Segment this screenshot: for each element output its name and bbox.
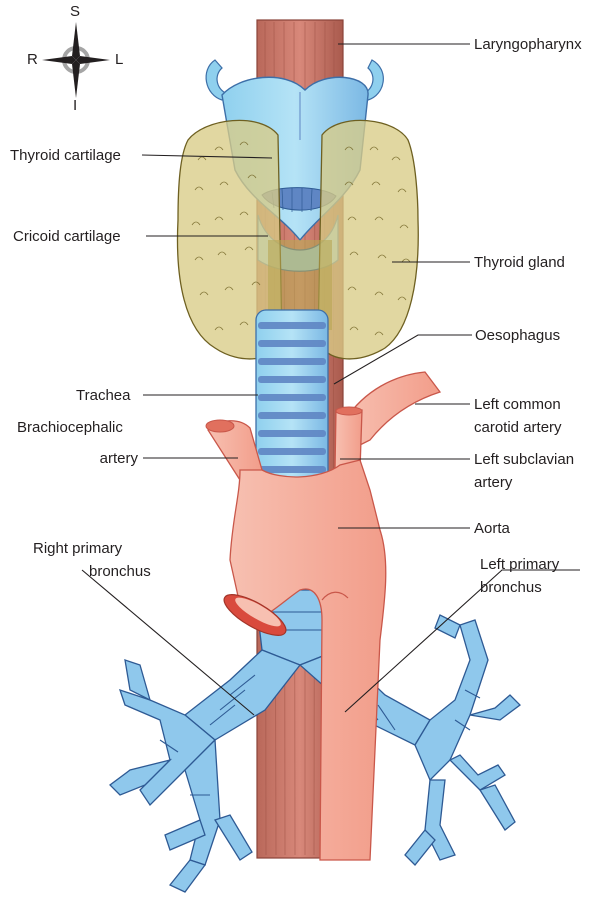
label-left-common-carotid-line1: Left common	[474, 395, 561, 414]
label-brachiocephalic-line1: Brachiocephalic	[17, 418, 123, 437]
compass-superior-label: S	[70, 4, 80, 20]
label-aorta: Aorta	[474, 519, 510, 538]
label-thyroid-cartilage: Thyroid cartilage	[10, 146, 121, 165]
label-oesophagus: Oesophagus	[475, 326, 560, 345]
compass-inferior-label: I	[73, 98, 77, 114]
label-left-common-carotid-line2: carotid artery	[474, 418, 562, 437]
label-cricoid-cartilage: Cricoid cartilage	[13, 227, 121, 246]
label-left-subclavian-line2: artery	[474, 473, 512, 492]
label-trachea: Trachea	[76, 386, 130, 405]
label-left-primary-bronchus-line1: Left primary	[480, 555, 559, 574]
label-left-primary-bronchus-line2: bronchus	[480, 578, 542, 597]
label-laryngopharynx: Laryngopharynx	[474, 35, 582, 54]
label-thyroid-gland: Thyroid gland	[474, 253, 565, 272]
compass-right-label: R	[27, 52, 38, 68]
label-right-primary-bronchus-line1: Right primary	[33, 539, 122, 558]
orientation-compass	[42, 22, 110, 98]
trachea	[256, 310, 328, 485]
compass-left-label: L	[115, 52, 123, 68]
label-brachiocephalic-line2: artery	[90, 449, 138, 468]
label-right-primary-bronchus-line2: bronchus	[89, 562, 151, 581]
label-left-subclavian-line1: Left subclavian	[474, 450, 574, 469]
